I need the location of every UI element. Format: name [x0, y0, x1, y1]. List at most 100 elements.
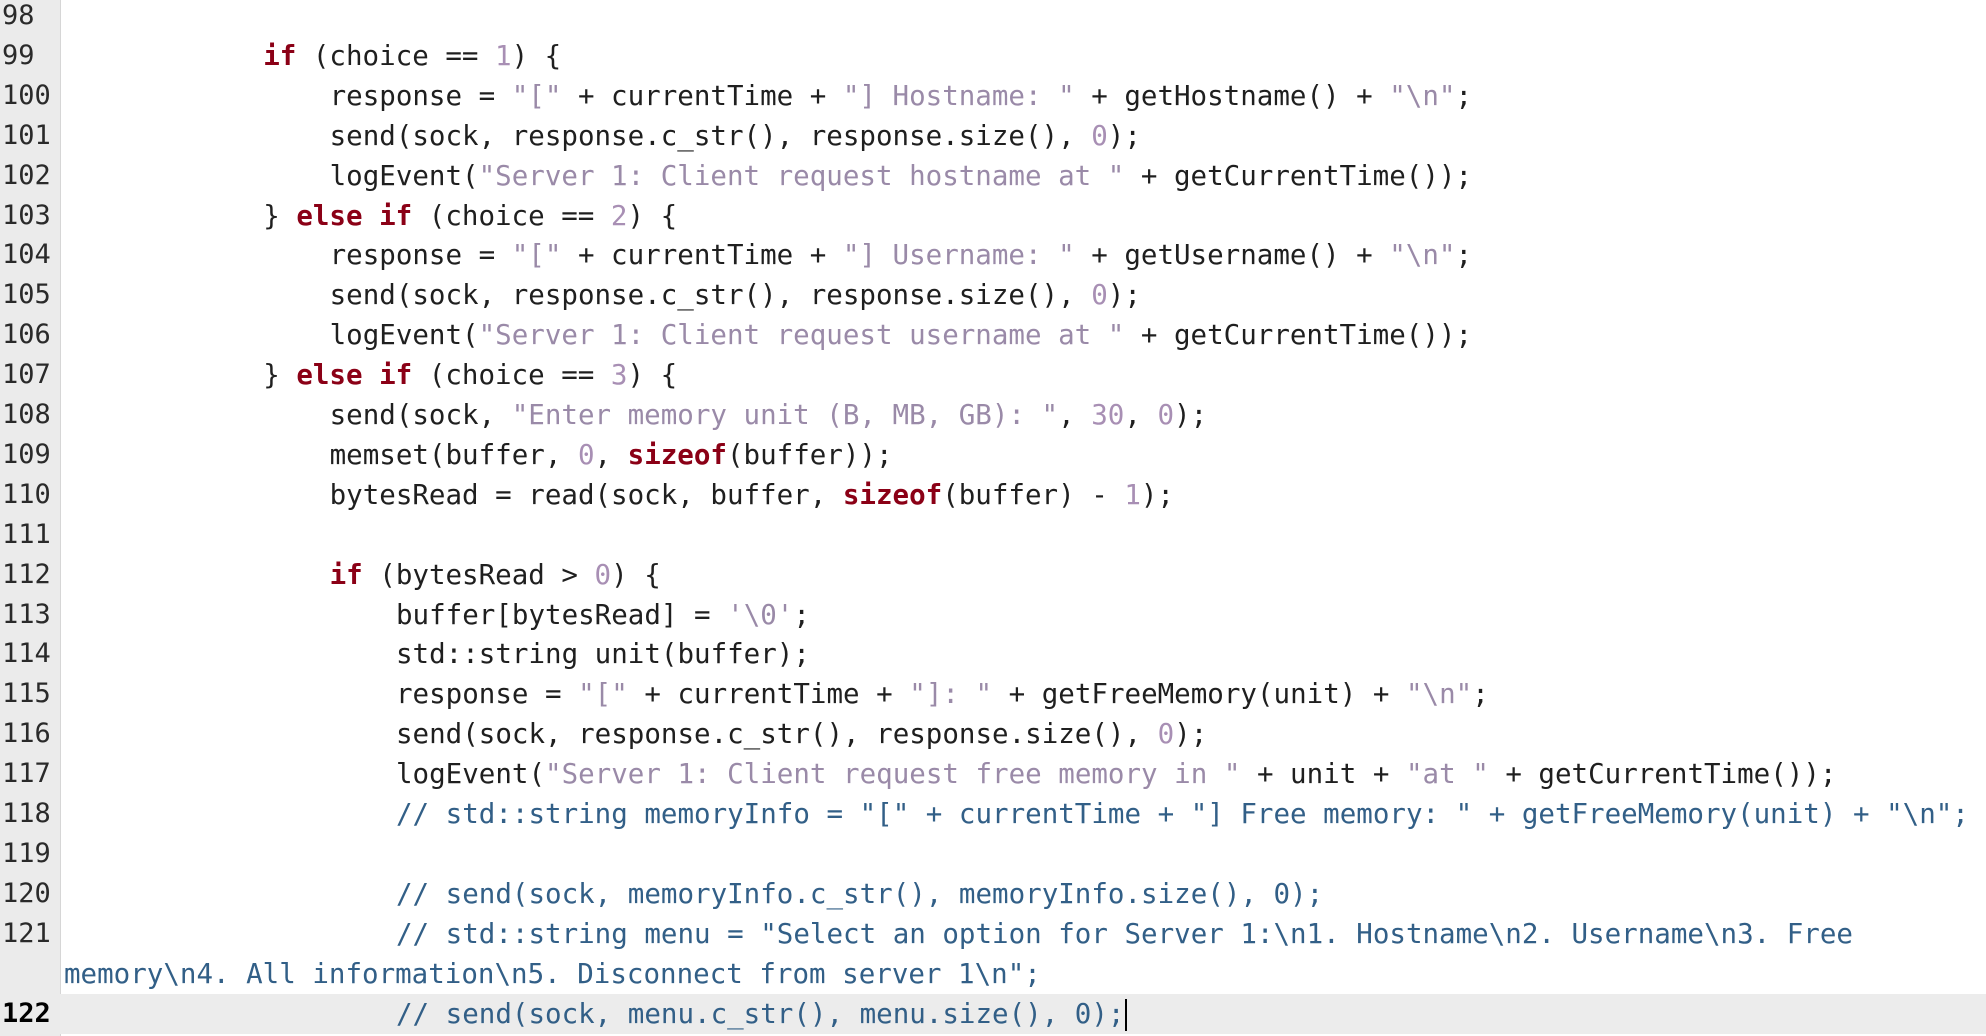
code-text: + getUsername() + — [1074, 239, 1390, 272]
code-content[interactable]: response = "[" + currentTime + "]: " + g… — [396, 674, 1489, 714]
code-content[interactable]: if (choice == 1) { — [263, 36, 561, 76]
comment-text: // std::string menu = "Select an option … — [396, 917, 1853, 950]
code-text: send(sock, response.c_str(), response.si… — [396, 718, 1158, 751]
code-text: , — [1124, 399, 1158, 431]
code-content[interactable]: bytesRead = read(sock, buffer, sizeof(bu… — [330, 475, 1174, 515]
code-line[interactable]: 105 send(sock, response.c_str(), response… — [0, 275, 1986, 316]
code-text: ; — [1455, 79, 1473, 112]
code-line[interactable]: 107} else if (choice == 3) { — [0, 355, 1986, 396]
code-content[interactable]: logEvent("Server 1: Client request usern… — [330, 315, 1472, 355]
code-line[interactable]: 113 buffer[bytesRead] = '\0'; — [0, 594, 1986, 635]
code-content[interactable]: buffer[bytesRead] = '\0'; — [396, 595, 810, 635]
code-content[interactable]: send(sock, response.c_str(), response.si… — [330, 275, 1141, 315]
line-number: 103 — [0, 195, 60, 236]
code-text: ); — [1107, 279, 1141, 312]
code-line[interactable]: 118 // std::string memoryInfo = "[" + cur… — [0, 794, 1986, 834]
code-content[interactable]: std::string unit(buffer); — [396, 634, 810, 674]
code-line[interactable]: 98 — [0, 0, 1986, 36]
number-literal: 0 — [1091, 119, 1108, 152]
line-number: 113 — [0, 594, 60, 635]
keyword-token: sizeof — [842, 478, 943, 511]
code-content[interactable]: response = "[" + currentTime + "] Userna… — [330, 235, 1472, 275]
code-line[interactable]: memory\n4. All information\n5. Disconnec… — [0, 953, 1986, 994]
code-line[interactable]: 103 } else if (choice == 2) { — [0, 195, 1986, 236]
line-number: 106 — [0, 315, 60, 356]
code-content[interactable]: if (bytesRead > 0) { — [330, 555, 661, 595]
line-number: 116 — [0, 714, 60, 755]
string-literal: "Server 1: Client request username at " — [478, 319, 1125, 352]
code-content[interactable]: send(sock, response.c_str(), response.si… — [396, 714, 1207, 754]
line-number: 117 — [0, 754, 60, 795]
code-content[interactable]: send(sock, response.c_str(), response.si… — [330, 116, 1141, 156]
number-literal: 1 — [1124, 478, 1141, 511]
code-text: (buffer)); — [726, 438, 893, 471]
line-number: 114 — [0, 634, 60, 675]
code-content[interactable]: } else if (choice == 2) { — [263, 196, 677, 236]
code-text: + getHostname() + — [1074, 79, 1390, 112]
number-literal: 0 — [577, 438, 595, 471]
code-text: + getCurrentTime()); — [1488, 758, 1837, 791]
string-literal: '\0' — [727, 598, 794, 631]
line-number: 121 — [0, 913, 60, 954]
code-line[interactable]: 117 logEvent("Server 1: Client request fr… — [0, 754, 1986, 795]
string-literal: "\n" — [1389, 239, 1456, 272]
code-content[interactable]: // std::string memoryInfo = "[" + curren… — [396, 794, 1969, 834]
line-number: 104 — [0, 235, 60, 276]
string-literal: "\n" — [1405, 678, 1473, 711]
code-content[interactable]: // send(sock, memoryInfo.c_str(), memory… — [396, 874, 1323, 914]
line-number: 99 — [0, 35, 60, 76]
number-literal: 3 — [610, 359, 628, 392]
code-line[interactable]: 99 if (choice == 1) { — [0, 35, 1986, 76]
line-number: 118 — [0, 794, 60, 834]
code-line[interactable]: 106 logEvent("Server 1: Client request us… — [0, 315, 1986, 356]
number-literal: 0 — [1157, 399, 1175, 431]
code-text: ); — [1174, 399, 1208, 431]
code-line[interactable]: 111 — [0, 514, 1986, 555]
code-content[interactable]: logEvent("Server 1: Client request free … — [396, 754, 1836, 794]
code-line[interactable]: 121 // std::string menu = "Select an opti… — [0, 913, 1986, 954]
code-text: ); — [1140, 478, 1174, 511]
code-content[interactable]: send(sock, "Enter memory unit (B, MB, GB… — [330, 395, 1208, 435]
code-line[interactable]: 122 // send(sock, menu.c_str(), menu.size… — [0, 993, 1986, 1034]
code-content[interactable]: memset(buffer, 0, sizeof(buffer)); — [330, 435, 893, 475]
code-content[interactable]: logEvent("Server 1: Client request hostn… — [330, 156, 1472, 196]
code-text: ; — [793, 598, 810, 631]
code-line[interactable]: 104 response = "[" + currentTime + "] Use… — [0, 235, 1986, 276]
line-number: 105 — [0, 275, 60, 316]
code-text: + currentTime + — [561, 239, 843, 272]
string-literal: "[" — [578, 678, 628, 711]
code-text: memset(buffer, — [329, 438, 578, 471]
line-number: 122 — [0, 993, 60, 1034]
line-number: 120 — [0, 873, 60, 914]
line-number: 100 — [0, 75, 60, 116]
code-content[interactable]: // std::string menu = "Select an option … — [396, 914, 1853, 954]
code-line[interactable]: 109 memset(buffer, 0, sizeof(buffer)); — [0, 434, 1986, 475]
code-content[interactable]: response = "[" + currentTime + "] Hostna… — [330, 76, 1472, 116]
code-text: send(sock, response.c_str(), response.si… — [329, 279, 1092, 312]
code-line[interactable]: 114 std::string unit(buffer); — [0, 634, 1986, 675]
code-content[interactable]: // send(sock, menu.c_str(), menu.size(),… — [396, 994, 1128, 1034]
code-line[interactable]: 100 response = "[" + currentTime + "] Hos… — [0, 75, 1986, 116]
keyword-token: else if — [296, 359, 413, 392]
code-text: ); — [1107, 119, 1141, 152]
code-content[interactable]: memory\n4. All information\n5. Disconnec… — [64, 954, 1041, 994]
code-text: send(sock, — [329, 399, 512, 431]
code-content[interactable]: } else if (choice == 3) { — [263, 355, 677, 395]
code-line[interactable]: 119 — [0, 833, 1986, 874]
code-text: logEvent( — [329, 159, 479, 192]
number-literal: 0 — [1091, 279, 1108, 312]
code-text: response = — [396, 678, 579, 711]
line-number: 109 — [0, 434, 60, 475]
string-literal: "[" — [511, 239, 562, 272]
code-line[interactable]: 120 // send(sock, memoryInfo.c_str(), mem… — [0, 873, 1986, 914]
code-line[interactable]: 116 send(sock, response.c_str(), response… — [0, 714, 1986, 755]
code-text: (bytesRead > — [362, 558, 595, 591]
comment-text: // std::string memoryInfo = "[" + curren… — [396, 798, 1969, 830]
